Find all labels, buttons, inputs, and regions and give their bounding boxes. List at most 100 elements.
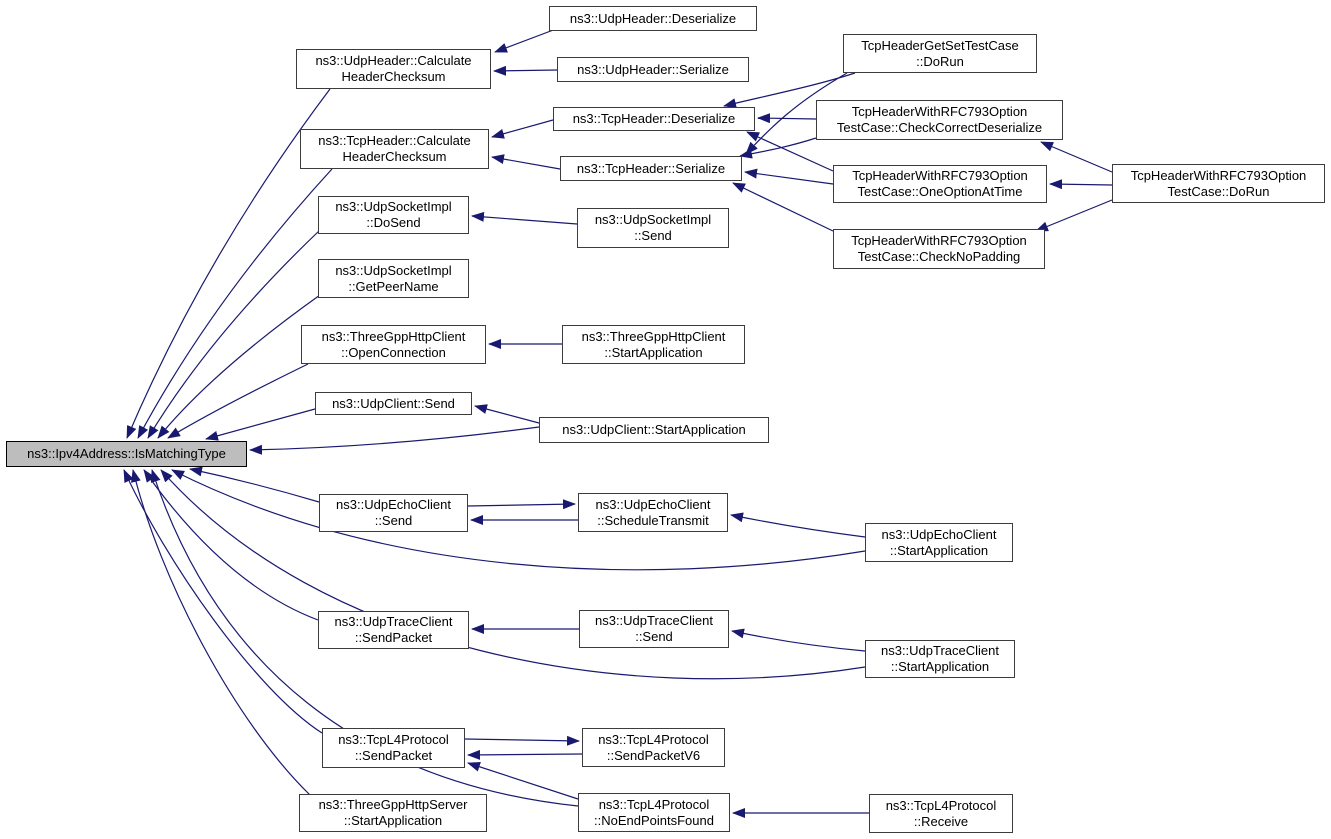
edge-tcph-serialize--tcph-calc [491, 154, 561, 170]
edge-udph-calc--ipv4-ismatchingtype [126, 88, 331, 439]
graph-node-label: ::DoSend [366, 215, 421, 230]
graph-node-label: ::StartApplication [343, 813, 443, 828]
graph-node-label: ns3::UdpHeader::Deserialize [569, 10, 737, 26]
edge-udph-serialize--udph-calc [493, 65, 558, 76]
graph-node-udph-deserialize[interactable]: ns3::UdpHeader::Deserialize [549, 6, 757, 31]
graph-node-trace-send[interactable]: ns3::UdpTraceClient::Send [579, 610, 729, 648]
edge-check-correct--tcph-deserialize [757, 113, 817, 124]
graph-node-label: ns3::UdpEchoClient [881, 526, 997, 542]
edge-udpsock-dosend--ipv4-ismatchingtype [147, 229, 321, 439]
graph-node-label: ns3::UdpHeader::Serialize [577, 61, 729, 77]
graph-node-echo-schedule[interactable]: ns3::UdpEchoClient::ScheduleTransmit [578, 493, 728, 532]
graph-node-label: ns3::UdpSocketImpl [335, 199, 452, 214]
graph-node-label: TestCase::CheckNoPadding [857, 249, 1021, 264]
edge-tcpl4-sendpacket--ipv4-ismatchingtype [123, 469, 323, 734]
graph-node-label: ns3::TcpL4Protocol [885, 797, 997, 813]
graph-node-label: ::Send [635, 629, 673, 644]
graph-node-echo-send[interactable]: ns3::UdpEchoClient::Send [319, 494, 468, 532]
graph-node-tcph-serialize[interactable]: ns3::TcpHeader::Serialize [560, 156, 742, 181]
edge-getset-dorun--tcph-serialize [745, 72, 848, 155]
edge-check-correct--tcph-serialize [739, 137, 817, 159]
edge-echo-send--echo-schedule [467, 499, 576, 510]
graph-node-label: ns3::ThreeGppHttpClient [581, 328, 726, 344]
graph-node-udph-serialize[interactable]: ns3::UdpHeader::Serialize [557, 57, 749, 82]
graph-node-label: ns3::UdpSocketImpl [335, 262, 452, 278]
edge-tcph-calc--ipv4-ismatchingtype [137, 168, 333, 439]
graph-node-label: ::SendPacketV6 [606, 747, 701, 763]
graph-node-label: ns3::TcpL4Protocol [338, 732, 449, 747]
edge-echo-start--ipv4-ismatchingtype [171, 469, 866, 571]
graph-node-label: TestCase::CheckCorrectDeserialize [836, 120, 1043, 135]
graph-node-label: HeaderChecksum [342, 149, 447, 164]
graph-node-tcph-deserialize[interactable]: ns3::TcpHeader::Deserialize [553, 107, 755, 131]
edge-udpclient-send--ipv4-ismatchingtype [205, 408, 316, 441]
graph-node-label: ns3::UdpHeader::Calculate [315, 53, 472, 68]
graph-node-tcpl4-sendpacket[interactable]: ns3::TcpL4Protocol::SendPacket [322, 728, 465, 768]
graph-node-label: TcpHeaderWithRFC793Option [851, 233, 1027, 248]
graph-node-label: TestCase::OneOptionAtTime [857, 184, 1023, 199]
edge-trace-start--ipv4-ismatchingtype [160, 469, 866, 680]
graph-node-label: ns3::UdpEchoClient [336, 497, 451, 512]
edge-tcpl4-sendpacketv6--tcpl4-sendpacket [467, 749, 583, 760]
graph-node-label: TestCase::DoRun [1167, 183, 1270, 199]
graph-node-label: ::GetPeerName [348, 278, 439, 294]
edge-echo-start--echo-schedule [730, 512, 866, 538]
graph-node-label: ns3::UdpEchoClient [595, 496, 711, 512]
edge-udpclient-start--ipv4-ismatchingtype [249, 426, 540, 455]
graph-node-label: ::SendPacket [354, 630, 433, 645]
graph-node-label: ::ScheduleTransmit [597, 512, 709, 528]
graph-node-udpclient-send[interactable]: ns3::UdpClient::Send [315, 392, 472, 415]
graph-node-http-start[interactable]: ns3::ThreeGppHttpClient::StartApplicatio… [562, 325, 745, 364]
edge-http-open--ipv4-ismatchingtype [167, 363, 309, 439]
edge-rfc793-dorun--check-correct [1040, 141, 1113, 173]
edge-one-option--tcph-serialize [744, 168, 834, 185]
graph-node-echo-start[interactable]: ns3::UdpEchoClient::StartApplication [865, 523, 1013, 562]
graph-node-label: TcpHeaderWithRFC793Option [1130, 167, 1307, 183]
graph-node-udpsock-dosend[interactable]: ns3::UdpSocketImpl::DoSend [318, 196, 469, 234]
edge-httpserver-start--ipv4-ismatchingtype [131, 469, 311, 796]
graph-node-httpserver-start[interactable]: ns3::ThreeGppHttpServer::StartApplicatio… [299, 794, 487, 832]
edge-echo-send--ipv4-ismatchingtype [189, 466, 320, 503]
graph-node-label: ::StartApplication [890, 659, 990, 674]
graph-node-label: HeaderChecksum [341, 69, 446, 84]
graph-node-label: ::StartApplication [604, 344, 703, 360]
graph-node-label: ns3::UdpTraceClient [334, 614, 453, 629]
graph-node-tcpl4-noendpoints[interactable]: ns3::TcpL4Protocol::NoEndPointsFound [578, 793, 730, 832]
edge-rfc793-dorun--one-option [1049, 179, 1113, 190]
edge-check-nopadding--tcph-serialize [732, 182, 834, 232]
graph-node-udpsock-send[interactable]: ns3::UdpSocketImpl::Send [577, 208, 729, 248]
graph-node-udpsock-getpeername[interactable]: ns3::UdpSocketImpl::GetPeerName [318, 259, 469, 298]
graph-node-tcpl4-receive[interactable]: ns3::TcpL4Protocol::Receive [869, 794, 1013, 833]
graph-node-getset-dorun[interactable]: TcpHeaderGetSetTestCase::DoRun [843, 34, 1037, 73]
graph-node-label: ns3::TcpHeader::Deserialize [572, 111, 736, 126]
graph-node-label: ns3::UdpTraceClient [880, 643, 999, 658]
edge-one-option--tcph-deserialize [746, 131, 834, 172]
edge-rfc793-dorun--check-nopadding [1035, 199, 1113, 232]
graph-node-label: ::OpenConnection [341, 344, 446, 360]
graph-node-tcpl4-sendpacketv6[interactable]: ns3::TcpL4Protocol::SendPacketV6 [582, 728, 725, 767]
graph-node-trace-sendpacket[interactable]: ns3::UdpTraceClient::SendPacket [318, 611, 469, 649]
edge-tcph-deserialize--tcph-calc [491, 119, 554, 139]
graph-node-udpclient-start[interactable]: ns3::UdpClient::StartApplication [539, 417, 769, 443]
graph-node-label: ::SendPacket [354, 748, 433, 763]
graph-node-label: ns3::UdpSocketImpl [594, 212, 712, 227]
graph-node-label: ns3::TcpHeader::Calculate [318, 133, 471, 148]
graph-node-label: TcpHeaderWithRFC793Option [851, 104, 1028, 119]
graph-node-label: ::NoEndPointsFound [594, 812, 714, 828]
graph-node-http-open[interactable]: ns3::ThreeGppHttpClient::OpenConnection [301, 325, 486, 364]
graph-node-label: ns3::UdpTraceClient [594, 613, 713, 628]
graph-node-label: ::Receive [913, 813, 969, 829]
edge-udpclient-start--udpclient-send [474, 404, 540, 424]
graph-node-label: ns3::TcpL4Protocol [598, 796, 710, 812]
graph-node-label: ns3::UdpClient::StartApplication [562, 422, 746, 437]
graph-node-label: ns3::TcpL4Protocol [598, 731, 709, 747]
edge-tcpl4-noendpoints--ipv4-ismatchingtype [150, 469, 579, 807]
graph-node-trace-start[interactable]: ns3::UdpTraceClient::StartApplication [865, 640, 1015, 678]
